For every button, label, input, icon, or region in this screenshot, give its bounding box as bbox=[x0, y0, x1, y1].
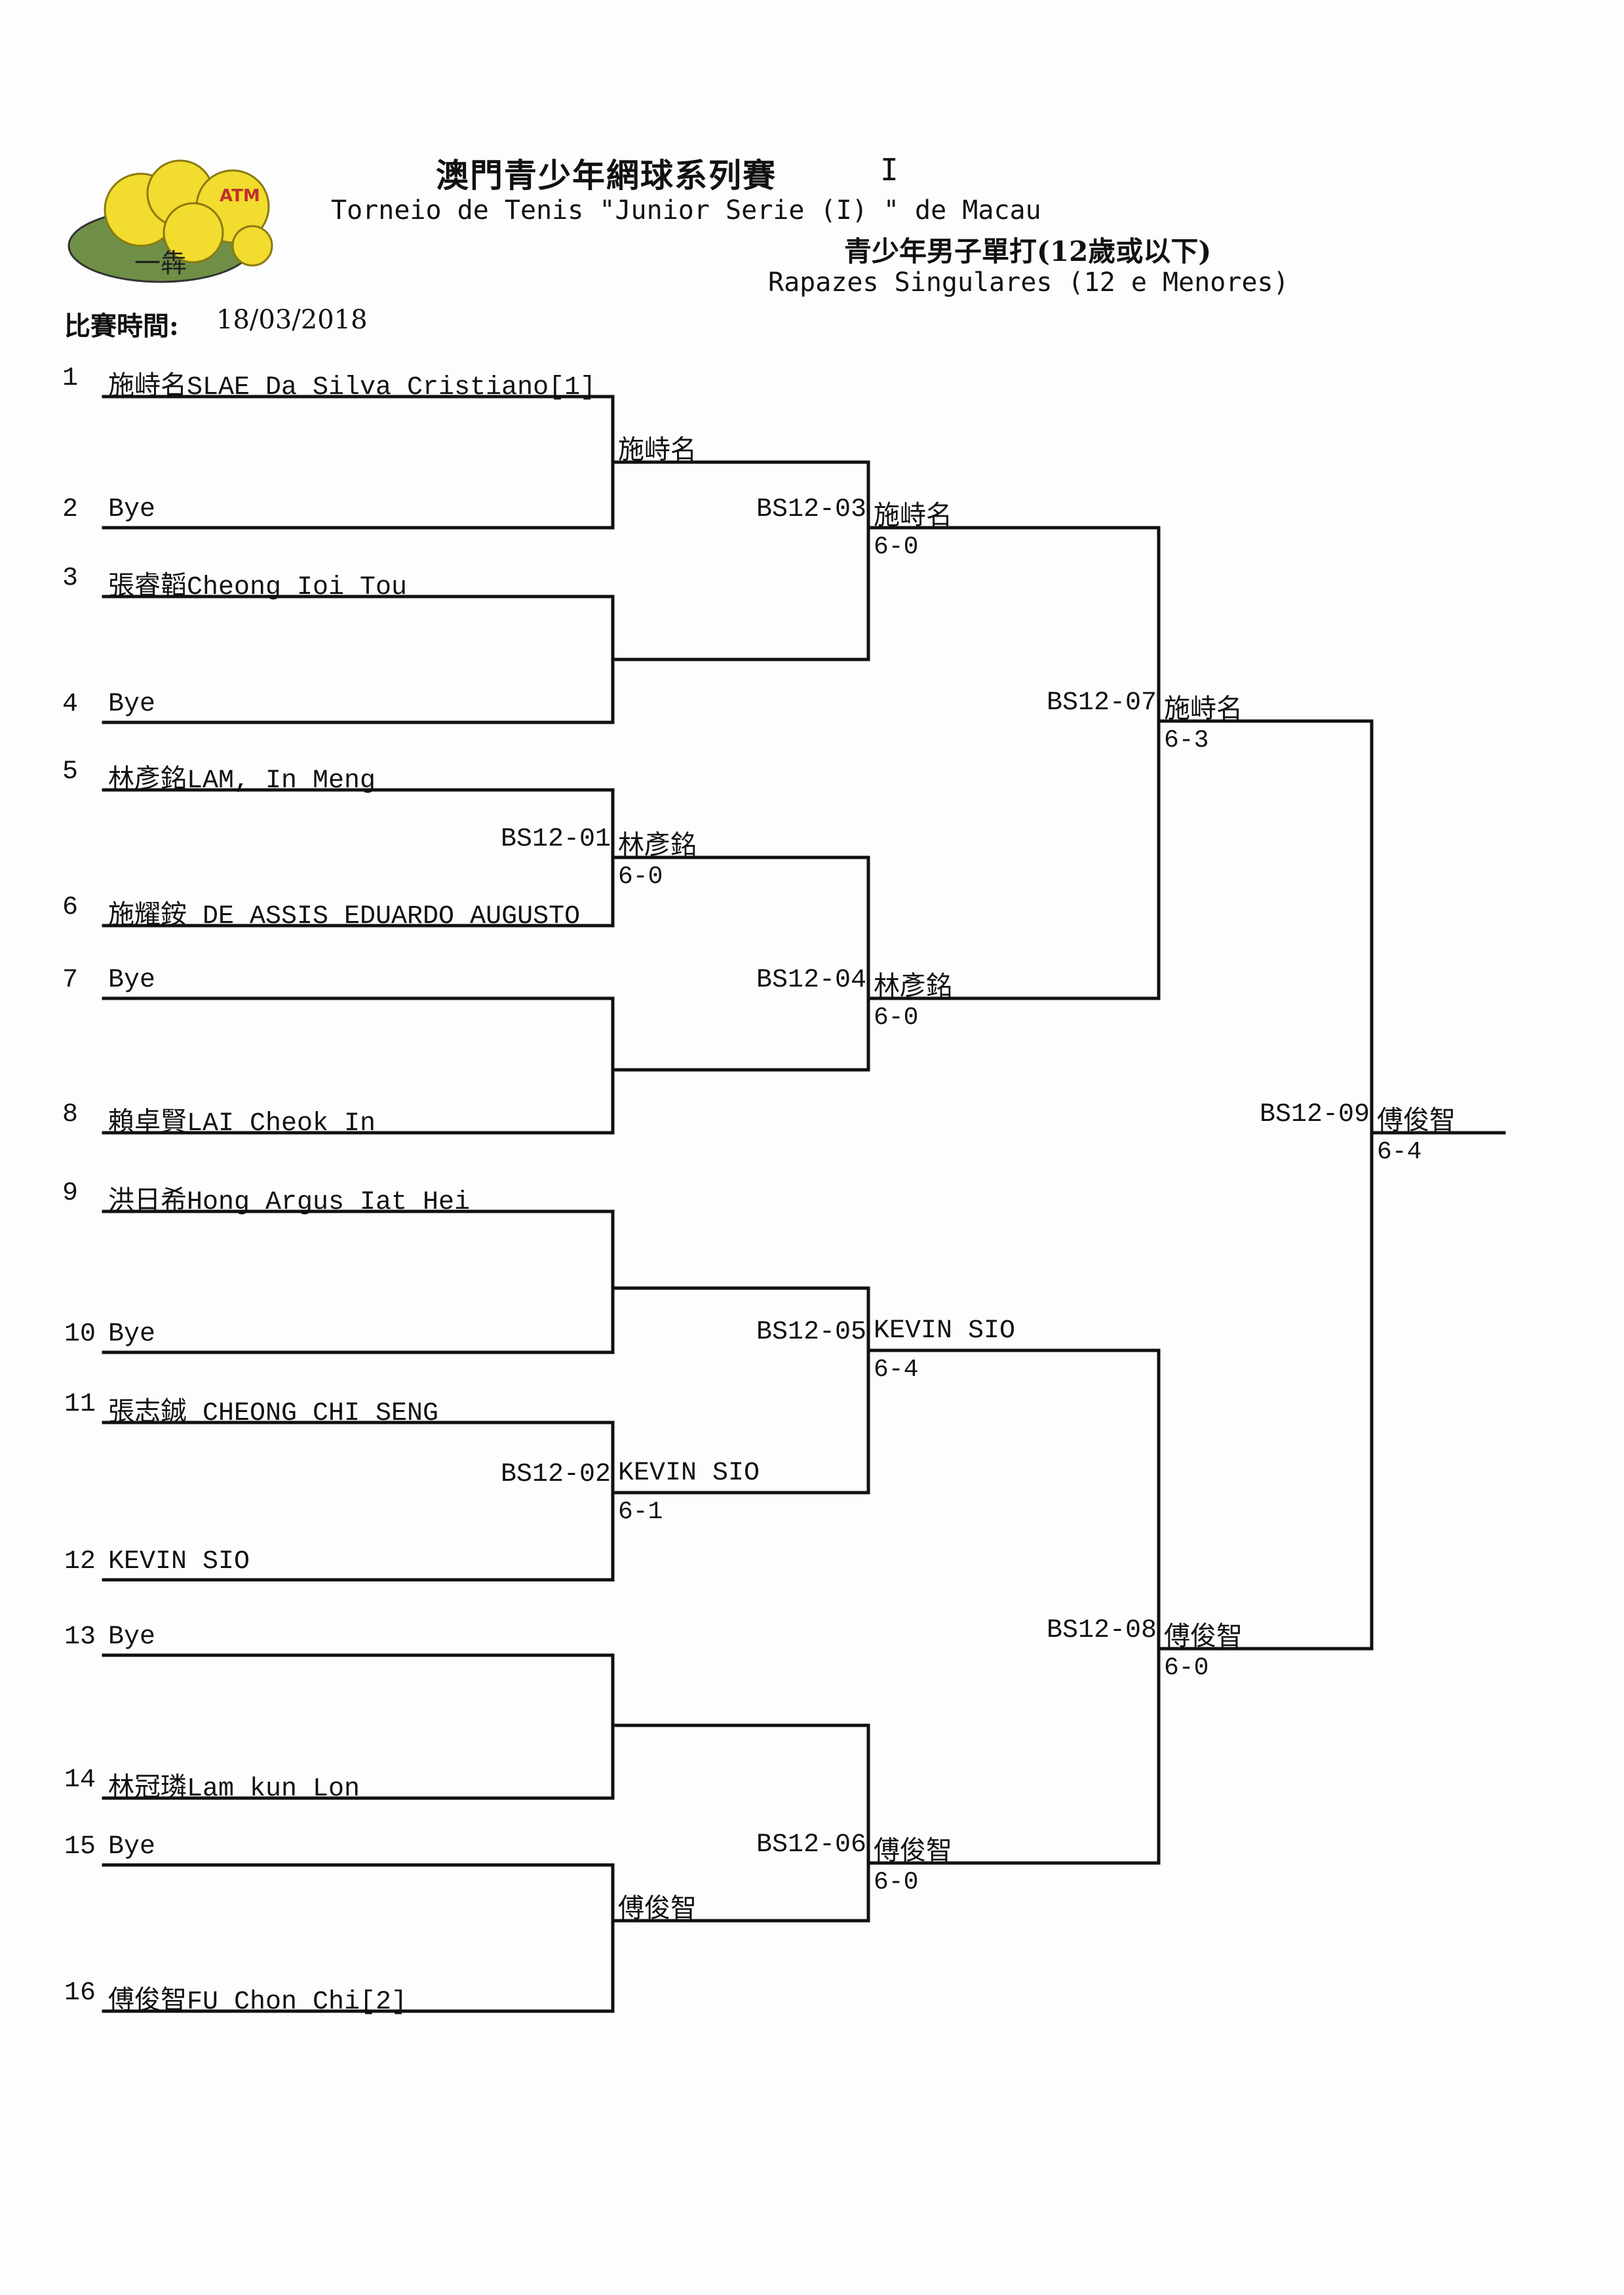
round4-score: 6-0 bbox=[1164, 1654, 1209, 1682]
round3-winner: 施峙名 bbox=[874, 503, 952, 532]
draw-position-number: 2 bbox=[62, 495, 79, 524]
draw-position-number: 1 bbox=[62, 364, 79, 393]
round4-winner: 傅俊智 bbox=[1164, 1624, 1243, 1653]
match-date-value: 18/03/2018 bbox=[216, 305, 368, 335]
final-score: 6-4 bbox=[1377, 1138, 1422, 1166]
round2-match-code: BS12-01 bbox=[500, 825, 611, 854]
draw-player-name: 洪日希Hong Argus Iat Hei bbox=[108, 1188, 471, 1217]
draw-player-name: KEVIN SIO bbox=[108, 1547, 250, 1577]
round3-score: 6-0 bbox=[874, 1004, 919, 1032]
draw-position-number: 3 bbox=[62, 564, 79, 593]
round3-match-code: BS12-03 bbox=[756, 495, 866, 524]
draw-player-name: 林冠璘Lam kun Lon bbox=[108, 1775, 360, 1804]
final-match-code: BS12-09 bbox=[1259, 1100, 1370, 1129]
svg-text:ATM: ATM bbox=[220, 186, 260, 206]
draw-player-name: Bye bbox=[108, 495, 156, 524]
round3-match-code: BS12-06 bbox=[756, 1830, 866, 1860]
round3-match-code: BS12-04 bbox=[756, 966, 866, 995]
svg-text:一犇: 一犇 bbox=[134, 248, 187, 279]
match-date-label: 比賽時間: bbox=[64, 311, 179, 342]
draw-player-name: Bye bbox=[108, 1622, 156, 1652]
round3-winner: 傅俊智 bbox=[874, 1838, 952, 1868]
draw-position-number: 8 bbox=[62, 1100, 79, 1129]
round4-match-code: BS12-07 bbox=[1046, 688, 1157, 718]
draw-player-name: Bye bbox=[108, 966, 156, 995]
round3-winner: KEVIN SIO bbox=[874, 1316, 1016, 1346]
draw-player-name: 張睿韜Cheong Ioi Tou bbox=[108, 573, 408, 602]
tournament-title-zh: 澳門青少年網球系列賽 bbox=[436, 156, 777, 195]
round2-winner: 施峙名 bbox=[618, 437, 697, 467]
tournament-title-pt: Torneio de Tenis "Junior Serie (I) " de … bbox=[331, 195, 1041, 226]
round2-winner: 林彥銘 bbox=[618, 833, 697, 862]
champion-name: 傅俊智 bbox=[1377, 1108, 1456, 1137]
round3-match-code: BS12-05 bbox=[756, 1318, 866, 1347]
draw-position-number: 5 bbox=[62, 757, 79, 787]
draw-player-name: Bye bbox=[108, 1832, 156, 1862]
draw-player-name: 張志鋮 CHEONG CHI SENG bbox=[108, 1399, 439, 1428]
draw-position-number: 4 bbox=[62, 690, 79, 719]
draw-player-name: Bye bbox=[108, 690, 156, 719]
draw-position-number: 15 bbox=[64, 1832, 96, 1862]
draw-player-name: 傅俊智FU Chon Chi[2] bbox=[108, 1988, 408, 2017]
round4-score: 6-3 bbox=[1164, 726, 1209, 755]
draw-position-number: 6 bbox=[62, 893, 79, 922]
draw-position-number: 7 bbox=[62, 966, 79, 995]
round2-winner: KEVIN SIO bbox=[618, 1459, 760, 1488]
draw-position-number: 11 bbox=[64, 1390, 96, 1419]
draw-position-number: 13 bbox=[64, 1622, 96, 1652]
round2-match-code: BS12-02 bbox=[500, 1460, 611, 1489]
draw-position-number: 14 bbox=[64, 1765, 96, 1795]
round2-score: 6-1 bbox=[618, 1498, 663, 1526]
tournament-series-number: I bbox=[880, 152, 899, 187]
round2-winner: 傅俊智 bbox=[618, 1896, 697, 1925]
draw-position-number: 12 bbox=[64, 1547, 96, 1577]
draw-position-number: 10 bbox=[64, 1320, 96, 1349]
draw-player-name: 施耀銨 DE ASSIS EDUARDO AUGUSTO bbox=[108, 902, 581, 932]
round4-winner: 施峙名 bbox=[1164, 696, 1243, 726]
round3-score: 6-0 bbox=[874, 533, 919, 561]
category-title-pt: Rapazes Singulares (12 e Menores) bbox=[768, 267, 1289, 298]
draw-position-number: 16 bbox=[64, 1978, 96, 2008]
round3-score: 6-4 bbox=[874, 1356, 919, 1384]
category-title-zh: 青少年男子單打(12歲或以下) bbox=[844, 235, 1212, 267]
draw-player-name: 賴卓賢LAI Cheok In bbox=[108, 1109, 376, 1139]
draw-player-name: 施峙名SLAE Da Silva Cristiano[1] bbox=[108, 373, 596, 402]
draw-position-number: 9 bbox=[62, 1179, 79, 1208]
tournament-logo: ATM 一犇 bbox=[62, 147, 279, 285]
draw-player-name: Bye bbox=[108, 1320, 156, 1349]
draw-player-name: 林彥銘LAM, In Meng bbox=[108, 766, 376, 796]
round4-match-code: BS12-08 bbox=[1046, 1616, 1157, 1645]
round3-score: 6-0 bbox=[874, 1868, 919, 1896]
round3-winner: 林彥銘 bbox=[874, 973, 952, 1003]
round2-score: 6-0 bbox=[618, 863, 663, 891]
